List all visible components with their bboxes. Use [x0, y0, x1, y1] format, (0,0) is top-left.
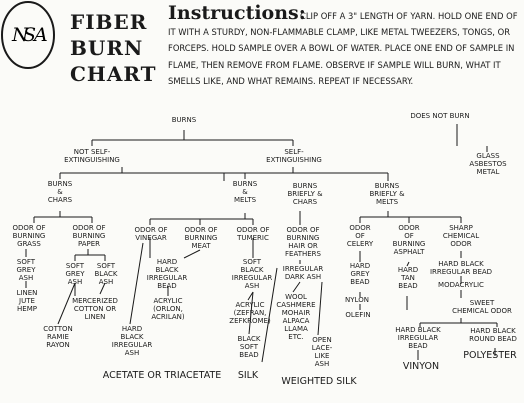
- node-soft-black-ash: SOFT BLACK ASH: [94, 262, 118, 286]
- node-wool: WOOL CASHMERE MOHAIR ALPACA LLAMA ETC.: [276, 293, 316, 341]
- node-self-extinguishing: SELF- EXTINGUISHING: [266, 148, 322, 164]
- node-hard-black-irregular-bead-2: HARD BLACK IRREGULAR BEAD: [429, 260, 493, 276]
- node-odor-vinegar: ODOR OF VINEGAR: [134, 226, 168, 242]
- node-not-self-extinguishing: NOT SELF- EXTINGUISHING: [64, 148, 120, 164]
- node-cotton: COTTON RAMIE RAYON: [43, 325, 73, 349]
- node-acrylic-orlon: ACRYLIC (ORLON, ACRILAN): [151, 297, 185, 321]
- node-soft-black-irregular-ash: SOFT BLACK IRREGULAR ASH: [231, 258, 273, 290]
- node-burns: BURNS: [171, 116, 197, 124]
- node-odor-celery: ODOR OF CELERY: [346, 224, 374, 248]
- node-modacrylic: MODACRYLIC: [438, 281, 484, 289]
- node-odor-tumeric: ODOR OF TUMERIC: [236, 226, 270, 242]
- logo-letter-n: N: [11, 24, 30, 46]
- title-chart: CHART: [70, 62, 157, 86]
- logo-letter-s: S: [23, 24, 36, 46]
- node-hard-black-irregular-bead-3: HARD BLACK IRREGULAR BEAD: [395, 326, 441, 350]
- node-silk: SILK: [237, 370, 259, 381]
- node-mercerized: MERCERIZED COTTON OR LINEN: [72, 297, 118, 321]
- node-burns-chars: BURNS & CHARS: [47, 180, 73, 204]
- logo-letter-a: A: [32, 24, 48, 46]
- node-sweet-chemical-odor: SWEET CHEMICAL ODOR: [452, 299, 512, 315]
- node-open-lace-ash: OPEN LACE- LIKE ASH: [311, 336, 333, 368]
- node-burns-briefly-chars: BURNS BRIEFLY & CHARS: [287, 182, 323, 206]
- node-odor-grass: ODOR OF BURNING GRASS: [12, 224, 46, 248]
- node-soft-grey-ash-2: SOFT GREY ASH: [65, 262, 85, 286]
- node-nylon: NYLON: [345, 296, 369, 304]
- node-weighted-silk: WEIGHTED SILK: [281, 376, 357, 387]
- node-vinyon: VINYON: [402, 361, 440, 372]
- nsa-logo: N S A: [1, 1, 55, 69]
- node-glass: GLASS ASBESTOS METAL: [469, 152, 507, 176]
- title-fiber: FIBER: [70, 10, 148, 34]
- node-polyester: POLYESTER: [463, 350, 517, 361]
- node-does-not-burn: DOES NOT BURN: [410, 112, 470, 120]
- title-burn: BURN: [70, 36, 144, 60]
- node-odor-hair: ODOR OF BURNING HAIR OR FEATHERS: [285, 226, 321, 258]
- node-sharp-odor: SHARP CHEMICAL ODOR: [442, 224, 480, 248]
- node-acetate: ACETATE OR TRIACETATE: [102, 370, 222, 381]
- node-odor-meat: ODOR OF BURNING MEAT: [184, 226, 218, 250]
- node-odor-asphalt: ODOR OF BURNING ASPHALT: [392, 224, 426, 256]
- node-linen: LINEN JUTE HEMP: [16, 289, 38, 313]
- node-hard-black-irregular-ash: HARD BLACK IRREGULAR ASH: [111, 325, 153, 357]
- node-burns-briefly-melts: BURNS BRIEFLY & MELTS: [369, 182, 405, 206]
- node-odor-paper: ODOR OF BURNING PAPER: [72, 224, 106, 248]
- node-acrylic-zefran: ACRYLIC (ZEFRAN, ZEFKROME): [229, 301, 271, 325]
- node-irregular-dark-ash: IRREGULAR DARK ASH: [282, 265, 324, 281]
- node-black-soft-bead: BLACK SOFT BEAD: [237, 335, 261, 359]
- instructions-body: CLIP OFF A 3" LENGTH OF YARN. HOLD ONE E…: [168, 11, 518, 86]
- node-soft-grey-ash-1: SOFT GREY ASH: [16, 258, 36, 282]
- node-olefin: OLEFIN: [345, 311, 371, 319]
- node-hard-black-irregular-bead-1: HARD BLACK IRREGULAR BEAD: [146, 258, 188, 290]
- node-hard-tan-bead: HARD TAN BEAD: [397, 266, 419, 290]
- node-burns-melts: BURNS & MELTS: [232, 180, 258, 204]
- node-hard-black-round-bead: HARD BLACK ROUND BEAD: [469, 327, 517, 343]
- node-hard-grey-bead: HARD GREY BEAD: [349, 262, 371, 286]
- instructions-heading: Instructions:: [168, 2, 306, 24]
